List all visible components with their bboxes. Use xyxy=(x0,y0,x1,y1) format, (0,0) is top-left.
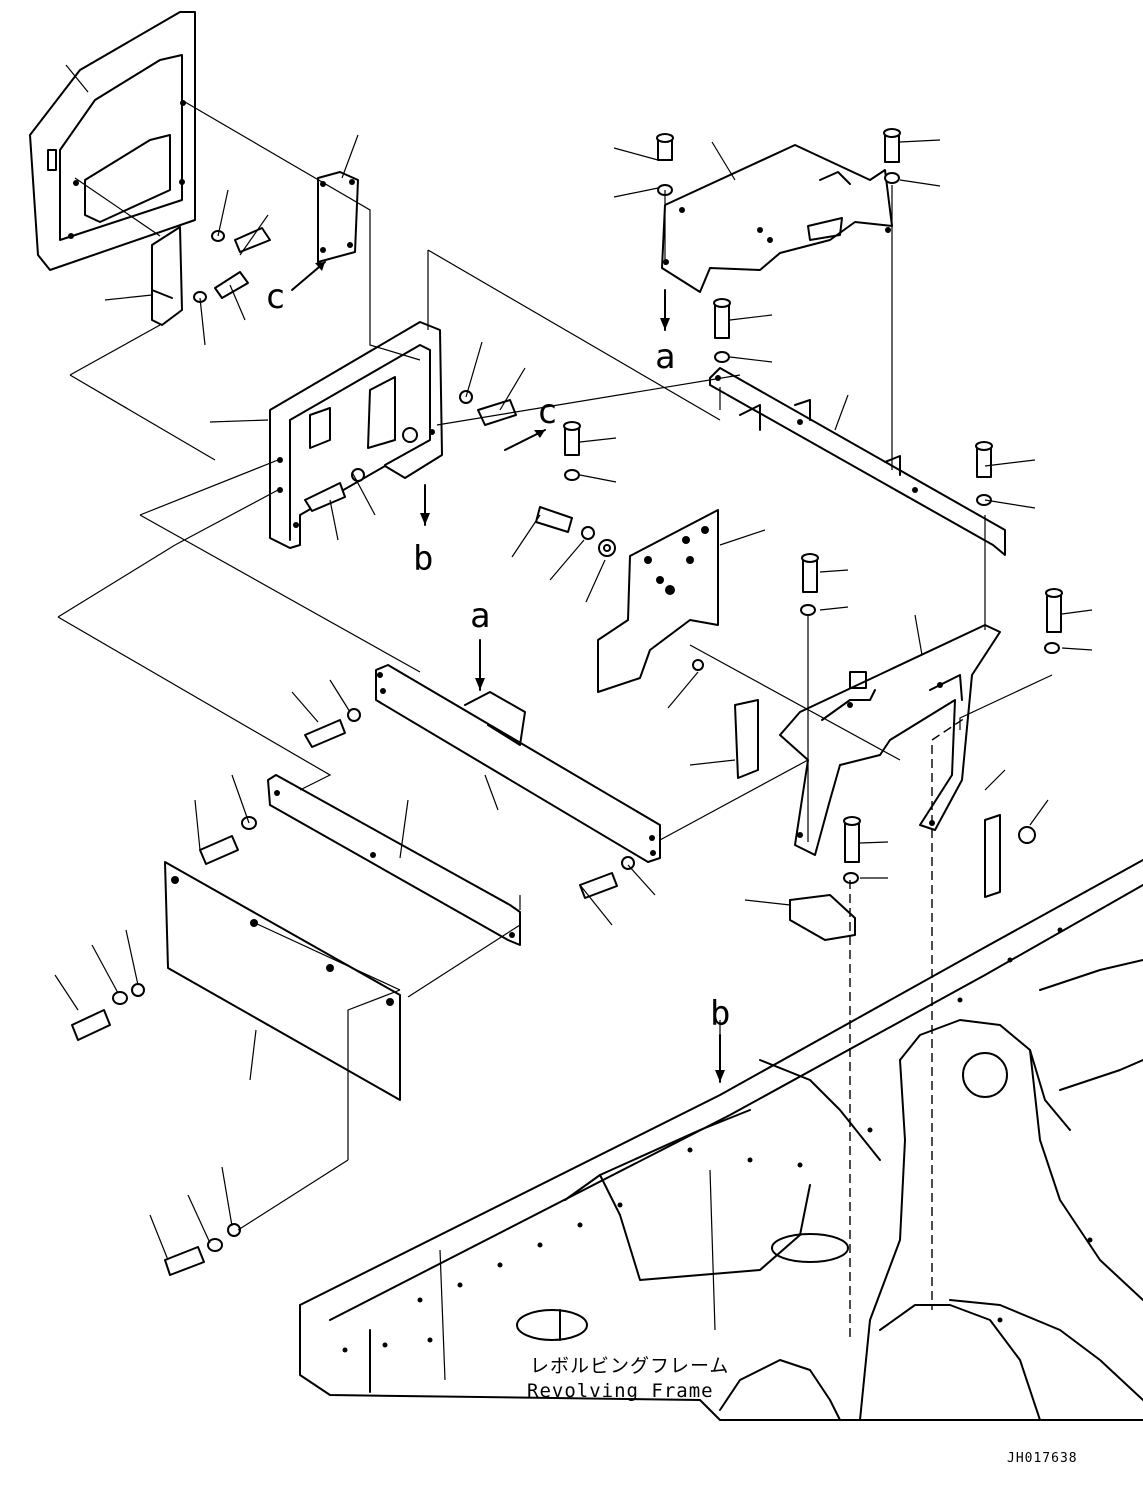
view-marker-c-right: c xyxy=(537,392,557,432)
dashed-alignment-lines xyxy=(849,717,966,1340)
frame-label-japanese: レボルビングフレーム xyxy=(530,1355,729,1377)
rubber-seal-flap xyxy=(597,509,719,693)
large-cover-plate xyxy=(164,861,401,1101)
center-bar-bolts xyxy=(304,708,635,899)
view-marker-a-center: a xyxy=(470,596,490,636)
cover-plate-bolts xyxy=(71,983,241,1276)
right-bracket-bolts xyxy=(692,553,1063,884)
angle-bar-bolts xyxy=(563,298,993,506)
bolt-set-center xyxy=(535,506,616,557)
view-marker-b-frame: b xyxy=(710,994,730,1034)
drawing-code: JH017638 xyxy=(1007,1451,1078,1466)
angle-bar-upper xyxy=(709,367,1006,556)
view-arrows xyxy=(291,261,725,1083)
right-support-bracket xyxy=(779,624,1001,856)
center-long-bar xyxy=(375,664,661,863)
support-bracket-frame xyxy=(269,321,443,549)
view-marker-c-left: c xyxy=(265,277,285,317)
lower-bar-bolts xyxy=(199,816,257,865)
bolt-set-center-left xyxy=(304,390,517,512)
revolving-frame xyxy=(299,859,1143,1421)
lower-angle-bar xyxy=(267,774,521,946)
small-bracket-left xyxy=(151,226,183,326)
leader-lines xyxy=(54,64,1093,1261)
frame-label-english: Revolving Frame xyxy=(527,1380,714,1402)
bolts-upper-left xyxy=(193,227,271,303)
top-cover-plate xyxy=(661,144,893,293)
view-marker-a-top: a xyxy=(655,337,675,377)
side-cover-panel xyxy=(29,11,196,271)
small-strip-parts xyxy=(734,699,1036,941)
vertical-plate-c xyxy=(317,171,359,263)
view-marker-b-top: b xyxy=(413,539,433,579)
